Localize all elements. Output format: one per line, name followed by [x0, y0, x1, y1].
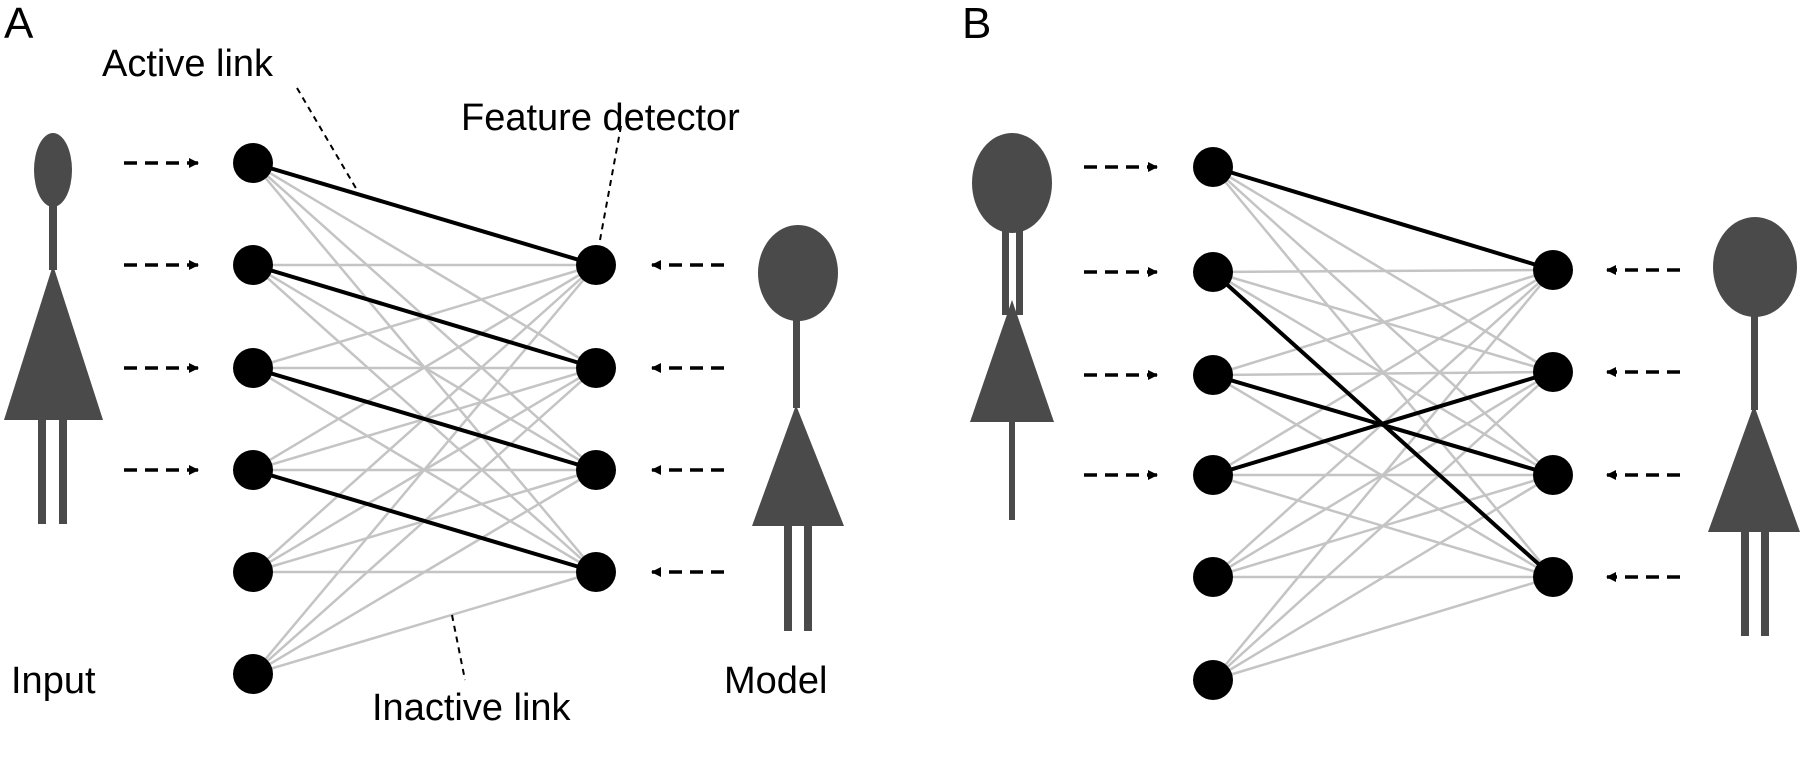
active-link: [252, 366, 597, 472]
inactive-link: [1212, 269, 1554, 681]
feature-detector-node: [576, 450, 616, 490]
active-link: [252, 468, 597, 574]
annotation-leaders: [296, 87, 622, 681]
nodes-a: [233, 143, 616, 694]
inactive-link: [252, 264, 597, 675]
model-label: Model: [724, 660, 828, 702]
input-node: [233, 143, 273, 183]
panel-a: A: [4, 0, 844, 729]
active-link: [252, 263, 597, 370]
inactive-link-label: Inactive link: [372, 687, 572, 729]
nodes-b: [1193, 147, 1573, 700]
input-node: [1193, 355, 1233, 395]
links-a: [252, 161, 597, 676]
links-b: [1211, 165, 1555, 682]
input-node: [1193, 660, 1233, 700]
input-node: [233, 654, 273, 694]
inactive-link: [252, 468, 597, 676]
panel-a-label: A: [4, 0, 34, 48]
input-arrows: [124, 158, 199, 475]
input-node: [233, 245, 273, 285]
inactive-link: [1212, 371, 1554, 681]
input-node: [233, 348, 273, 388]
active-link-label: Active link: [102, 43, 274, 85]
input-node: [1193, 252, 1233, 292]
input-node: [1193, 147, 1233, 187]
input-node: [233, 552, 273, 592]
input-figure: [970, 133, 1054, 520]
inactive-link: [1212, 268, 1554, 477]
active-link-leader: [296, 87, 358, 191]
inactive-link-leader: [451, 614, 466, 681]
model-arrows: [1606, 265, 1680, 582]
feature-detector-node: [576, 552, 616, 592]
feature-detector-leader: [599, 125, 622, 241]
inactive-link: [252, 570, 597, 676]
panel-b: B: [962, 0, 1800, 700]
feature-detector-node: [1533, 455, 1573, 495]
input-node: [1193, 557, 1233, 597]
feature-detector-node: [576, 245, 616, 285]
model-figure: [752, 225, 844, 631]
active-link: [252, 161, 597, 267]
input-node: [233, 450, 273, 490]
inactive-link: [252, 263, 597, 472]
feature-detector-node: [1533, 352, 1573, 392]
feature-detector-node: [576, 348, 616, 388]
model-arrows: [651, 260, 724, 577]
active-link: [1212, 165, 1554, 272]
inactive-link: [1212, 575, 1554, 682]
feature-detector-label: Feature detector: [461, 97, 740, 139]
feature-detector-node: [1533, 250, 1573, 290]
active-link: [1212, 370, 1554, 477]
inactive-link: [1212, 473, 1554, 682]
input-figure: [4, 133, 103, 524]
input-arrows: [1084, 162, 1158, 480]
panel-b-label: B: [962, 0, 991, 48]
inactive-link: [1212, 268, 1554, 377]
input-label: Input: [11, 660, 96, 702]
model-figure: [1708, 217, 1800, 636]
input-node: [1193, 455, 1233, 495]
inactive-link: [1212, 268, 1554, 274]
feature-detector-node: [1533, 557, 1573, 597]
